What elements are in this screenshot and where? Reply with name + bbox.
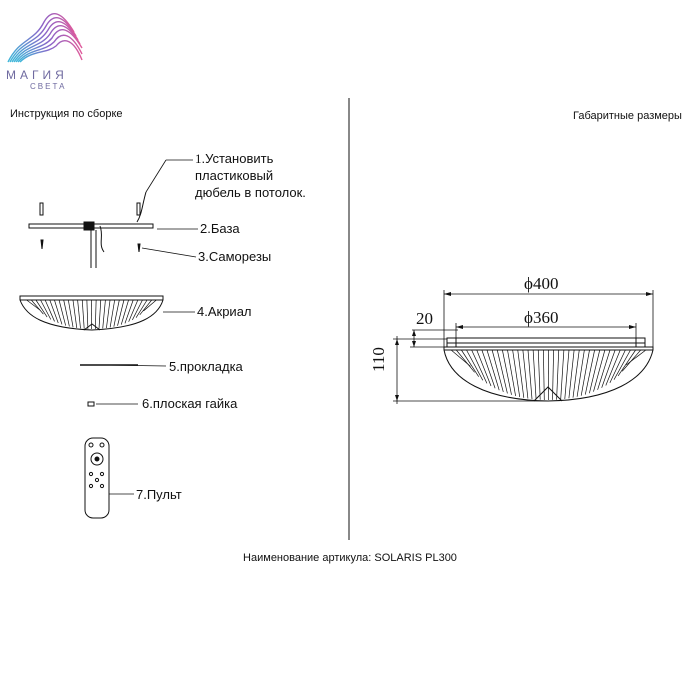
step-1-line1: .Установить [201, 151, 274, 166]
rib-line [537, 349, 541, 400]
rib-line [502, 349, 512, 395]
rib-line [564, 349, 570, 399]
step-1-line3: дюбель в потолок. [195, 185, 306, 200]
lamp-shade-ribs [450, 349, 647, 401]
rib-line [40, 299, 52, 320]
rib-line [476, 349, 492, 387]
rib-line [486, 349, 500, 391]
step-5-label: 5.прокладка [169, 359, 243, 374]
rib-line [589, 349, 601, 394]
rib-line [72, 299, 78, 328]
rib-line [543, 349, 545, 400]
rib-line [626, 349, 647, 366]
rib-line [81, 299, 85, 329]
logo-subtitle: СВЕТА [30, 82, 67, 91]
article-name: Наименование артикула: SOLARIS PL300 [243, 552, 457, 564]
rib-line [481, 349, 496, 389]
step-6-label: 6.плоская гайка [142, 396, 238, 411]
shade-hub [83, 323, 101, 331]
step-4-label: 4.Акриал [197, 304, 252, 319]
remote-control-icon [84, 437, 110, 519]
rib-line [609, 349, 626, 383]
rib-line [597, 349, 611, 390]
rib-line [67, 299, 74, 328]
dowel-icon [39, 202, 141, 216]
step-1-number: 1 [195, 151, 202, 166]
rib-line [120, 299, 129, 325]
rib-line [86, 299, 89, 329]
rib-line [132, 299, 143, 321]
rib-line [527, 349, 533, 400]
rib-line [113, 299, 120, 327]
logo-waves-icon [7, 13, 83, 63]
rib-line [576, 349, 585, 397]
rib-line [54, 299, 63, 325]
rib-line [124, 299, 134, 324]
rib-line [44, 299, 55, 322]
callout-leaders [96, 159, 198, 495]
rib-line [601, 349, 616, 388]
rib-line [135, 299, 148, 318]
rib-line [560, 349, 565, 400]
rib-line [98, 299, 102, 329]
rib-line [532, 349, 537, 400]
rib-line [58, 299, 66, 326]
step-1-label: 1.Установить пластиковый дюбель в потоло… [195, 150, 306, 201]
rib-line [512, 349, 521, 397]
assembly-heading: Инструкция по сборке [10, 108, 123, 120]
rib-line [77, 299, 81, 329]
screw-icon [40, 239, 141, 253]
base-height-label: 20 [416, 309, 433, 328]
logo-title: МАГИЯ [6, 68, 68, 82]
inner-diameter-label: ϕ360 [524, 308, 559, 327]
lamp-base-outline [446, 337, 646, 348]
rib-line [102, 299, 106, 329]
total-height-label: 110 [369, 347, 388, 372]
dimension-lines [393, 290, 654, 404]
base-plate [28, 191, 154, 268]
rib-line [31, 299, 44, 315]
rib-line [584, 349, 595, 395]
rib-line [35, 299, 48, 318]
rib-line [94, 299, 97, 329]
rib-line [106, 299, 111, 329]
rib-line [556, 349, 560, 400]
rib-line [593, 349, 606, 392]
rib-line [522, 349, 529, 399]
rib-line [496, 349, 508, 394]
dimensions-heading: Габаритные размеры [573, 110, 682, 122]
rib-line [617, 349, 636, 377]
rib-line [455, 349, 475, 373]
rib-line [471, 349, 488, 384]
rib-line [461, 349, 479, 377]
rib-line [580, 349, 590, 396]
rib-line [491, 349, 504, 393]
rib-line [613, 349, 631, 380]
rib-line [517, 349, 525, 398]
rib-line [26, 299, 40, 311]
rib-line [507, 349, 516, 396]
rib-line [49, 299, 59, 324]
rib-line [568, 349, 575, 399]
rib-line [466, 349, 484, 381]
rib-line [128, 299, 139, 322]
dimension-arrows [395, 292, 653, 401]
rib-line [63, 299, 70, 327]
rib-line [139, 299, 153, 316]
lamp-hub [533, 386, 563, 402]
shade-ribs [26, 299, 157, 330]
rib-line [143, 299, 157, 312]
flat-nut-icon [87, 401, 95, 407]
rib-line [109, 299, 116, 328]
rib-line [572, 349, 580, 398]
step-2-label: 2.База [200, 221, 240, 236]
step-1-line2: пластиковый [195, 168, 274, 183]
rib-line [117, 299, 125, 326]
step-3-label: 3.Саморезы [198, 249, 272, 264]
outer-diameter-label: ϕ400 [524, 274, 559, 293]
step-7-label: 7.Пульт [136, 487, 182, 502]
rib-line [605, 349, 621, 386]
